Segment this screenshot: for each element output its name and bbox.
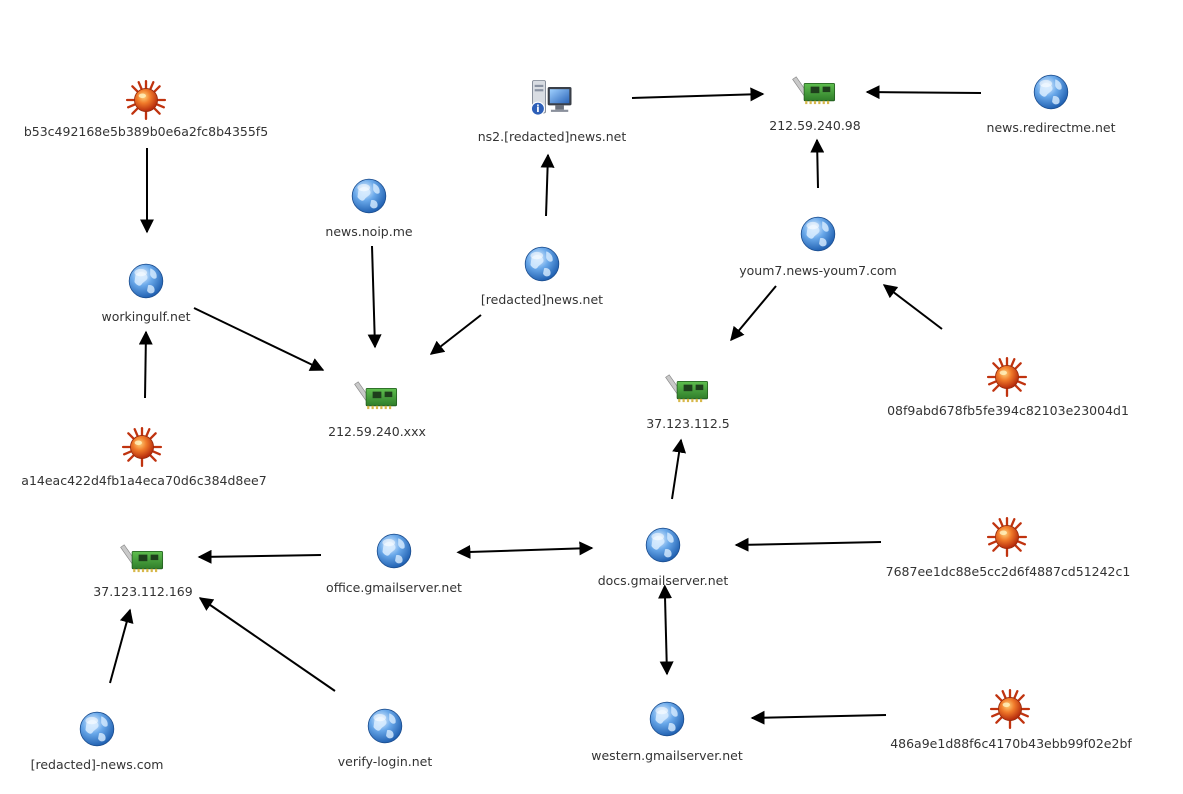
node-hash-08f[interactable]: 08f9abd678fb5fe394c82103e23004d1 bbox=[887, 356, 1129, 418]
globe-icon bbox=[128, 263, 164, 299]
edges-layer bbox=[109, 85, 982, 725]
server-icon bbox=[530, 79, 573, 116]
node-verify[interactable]: verify-login.net bbox=[338, 708, 433, 769]
node-label: news.redirectme.net bbox=[987, 120, 1116, 135]
edge-ns2-to-ip-21298 bbox=[631, 87, 765, 102]
node-label: 212.59.240.98 bbox=[769, 118, 860, 133]
malware-icon bbox=[125, 79, 167, 121]
edge-hash-768-to-docs bbox=[734, 537, 882, 552]
globe-icon bbox=[1033, 74, 1069, 110]
edge-redacted-com-to-ip-37169 bbox=[109, 608, 134, 684]
edge-hash-486-to-western bbox=[750, 710, 887, 725]
node-ip-212xxx[interactable]: 212.59.240.xxx bbox=[328, 381, 426, 439]
globe-icon bbox=[800, 216, 836, 252]
globe-icon bbox=[367, 708, 403, 744]
network-card-icon bbox=[354, 381, 398, 410]
node-hash-768[interactable]: 7687ee1dc88e5cc2d6f4887cd51242c1 bbox=[886, 516, 1131, 579]
globe-icon bbox=[524, 246, 560, 282]
malware-icon bbox=[986, 356, 1028, 398]
node-label: [redacted]news.net bbox=[481, 292, 603, 307]
edge-docs-to-ip-371125 bbox=[671, 438, 687, 500]
edge-newsnoip-to-ip-212xxx bbox=[367, 245, 382, 349]
node-label: 7687ee1dc88e5cc2d6f4887cd51242c1 bbox=[886, 564, 1131, 579]
node-label: docs.gmailserver.net bbox=[598, 573, 729, 588]
node-ip-37169[interactable]: 37.123.112.169 bbox=[93, 544, 193, 599]
network-card-icon bbox=[120, 544, 164, 573]
node-label: 486a9e1d88f6c4170b43ebb99f02e2bf bbox=[890, 736, 1132, 751]
edge-workingulf-to-ip-212xxx bbox=[193, 307, 325, 371]
node-label: ns2.[redacted]news.net bbox=[478, 129, 627, 144]
edge-youm7-to-ip-371125 bbox=[730, 285, 777, 342]
edge-youm7-to-ip-21298 bbox=[810, 138, 825, 189]
node-label: office.gmailserver.net bbox=[326, 580, 462, 595]
malware-icon bbox=[121, 426, 163, 468]
node-label: workingulf.net bbox=[102, 309, 191, 324]
node-label: 212.59.240.xxx bbox=[328, 424, 426, 439]
node-label: b53c492168e5b389b0e6a2fc8b4355f5 bbox=[24, 124, 268, 139]
node-office[interactable]: office.gmailserver.net bbox=[326, 533, 462, 595]
malware-icon bbox=[986, 516, 1028, 558]
edge-office-to-ip-37169 bbox=[197, 549, 322, 564]
node-newsnoip[interactable]: news.noip.me bbox=[325, 178, 413, 239]
node-label: 08f9abd678fb5fe394c82103e23004d1 bbox=[887, 403, 1129, 418]
node-western[interactable]: western.gmailserver.net bbox=[591, 701, 743, 763]
globe-icon bbox=[351, 178, 387, 214]
edge-hash-08f-to-youm7 bbox=[882, 284, 943, 330]
node-docs[interactable]: docs.gmailserver.net bbox=[598, 527, 729, 588]
node-label: youm7.news-youm7.com bbox=[739, 263, 896, 278]
node-workingulf[interactable]: workingulf.net bbox=[102, 263, 191, 324]
edge-redactednews-to-ip-212xxx bbox=[429, 314, 482, 355]
node-hash-b53[interactable]: b53c492168e5b389b0e6a2fc8b4355f5 bbox=[24, 79, 268, 139]
globe-icon bbox=[645, 527, 681, 563]
edge-verify-to-ip-37169 bbox=[198, 597, 336, 692]
node-label: news.noip.me bbox=[325, 224, 412, 239]
globe-icon bbox=[79, 711, 115, 747]
node-hash-486[interactable]: 486a9e1d88f6c4170b43ebb99f02e2bf bbox=[890, 688, 1132, 751]
node-redirectme[interactable]: news.redirectme.net bbox=[987, 74, 1116, 135]
node-redacted-com[interactable]: [redacted]-news.com bbox=[31, 711, 164, 772]
network-card-icon bbox=[792, 76, 836, 105]
node-label: [redacted]-news.com bbox=[31, 757, 164, 772]
globe-icon bbox=[376, 533, 412, 569]
edge-docs-to-western bbox=[658, 584, 674, 676]
edge-office-to-docs bbox=[456, 541, 594, 559]
node-label: western.gmailserver.net bbox=[591, 748, 743, 763]
node-ns2[interactable]: ns2.[redacted]news.net bbox=[478, 79, 627, 145]
node-ip-371125[interactable]: 37.123.112.5 bbox=[646, 374, 730, 431]
node-label: a14eac422d4fb1a4eca70d6c384d8ee7 bbox=[21, 473, 266, 488]
globe-icon bbox=[649, 701, 685, 737]
malware-icon bbox=[989, 688, 1031, 730]
node-youm7[interactable]: youm7.news-youm7.com bbox=[739, 216, 897, 278]
edge-redactednews-to-ns2 bbox=[540, 153, 555, 217]
node-redactednews[interactable]: [redacted]news.net bbox=[481, 246, 603, 307]
edge-hash-a14-to-workingulf bbox=[138, 330, 153, 399]
node-hash-a14[interactable]: a14eac422d4fb1a4eca70d6c384d8ee7 bbox=[21, 426, 267, 488]
node-label: verify-login.net bbox=[338, 754, 433, 769]
nodes-layer: b53c492168e5b389b0e6a2fc8b4355f5 workingu… bbox=[21, 74, 1132, 772]
edge-redirectme-to-ip-21298 bbox=[865, 85, 982, 100]
node-label: 37.123.112.169 bbox=[93, 584, 192, 599]
network-card-icon bbox=[665, 374, 709, 403]
node-ip-21298[interactable]: 212.59.240.98 bbox=[769, 76, 861, 133]
node-label: 37.123.112.5 bbox=[646, 416, 730, 431]
